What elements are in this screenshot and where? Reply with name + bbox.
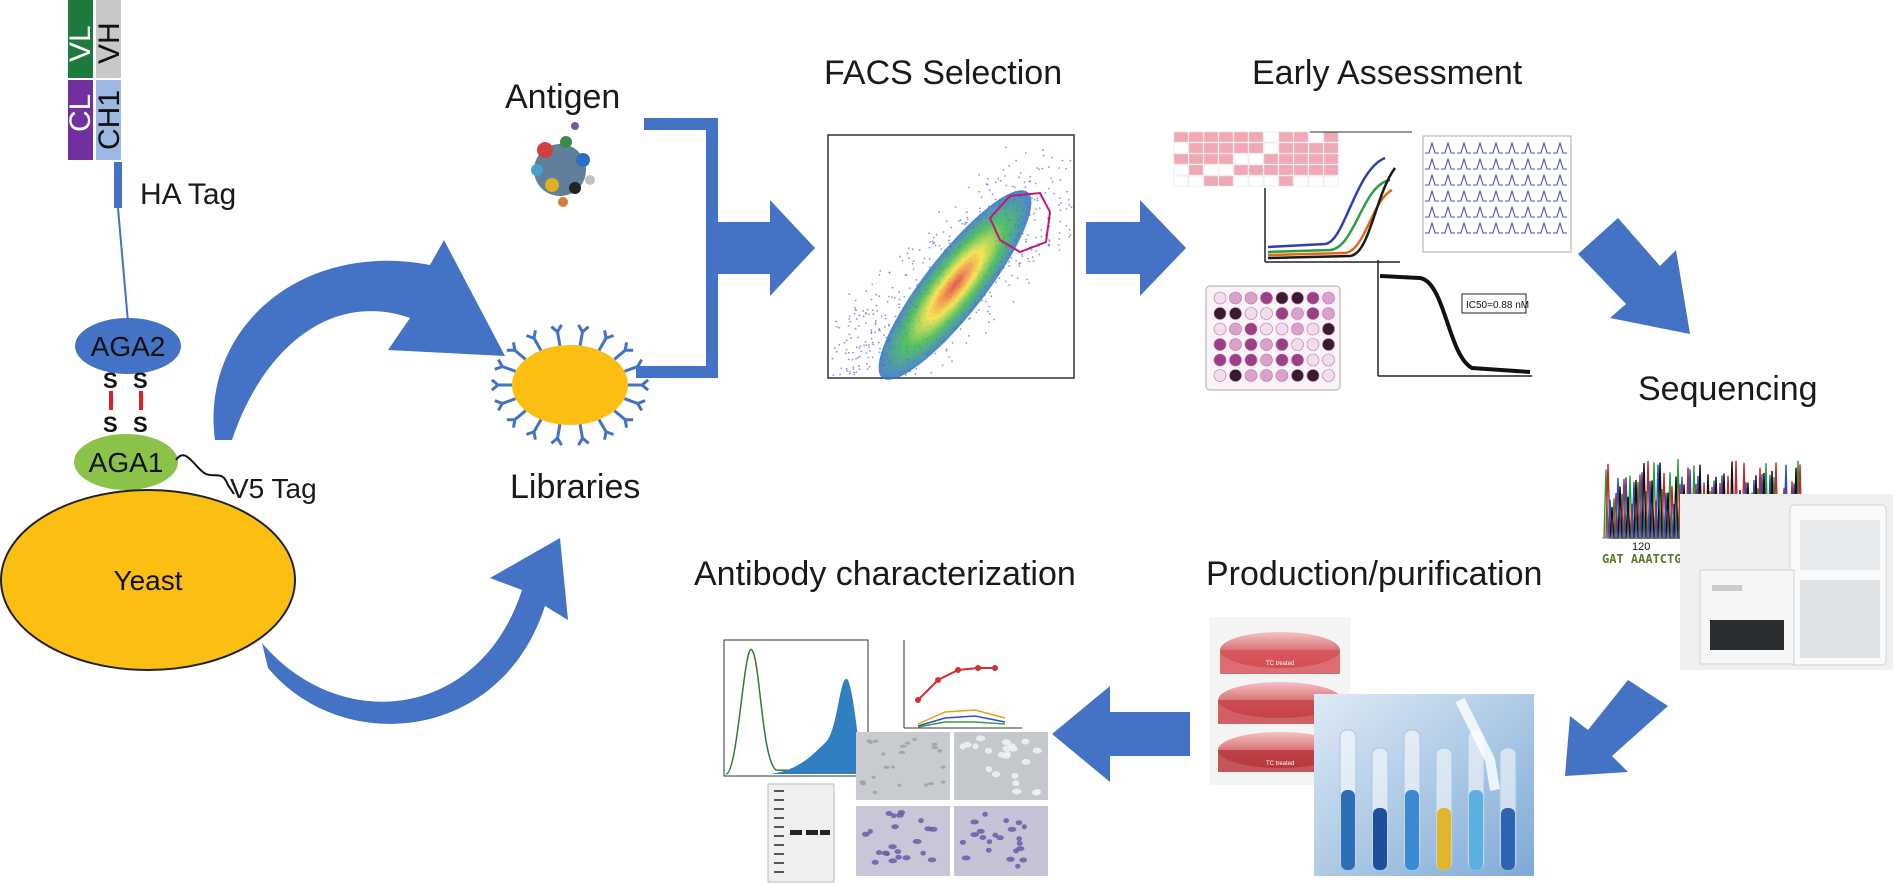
early-assessment-panels: IC50=0.88 nM [1173, 131, 1572, 391]
test-tubes-photo [1314, 694, 1534, 876]
antibody-construct: VL VH CL CH1 HA Tag AGA2 S S S S AGA1 V5… [0, 0, 317, 671]
cell-microscopy-images [856, 732, 1048, 876]
curved-arrows [213, 240, 568, 724]
sequencer-instrument [1680, 494, 1893, 670]
western-blot [767, 783, 835, 883]
ic50-box [1461, 293, 1527, 314]
s-right-bottom: S [133, 412, 148, 437]
v5-tag-label: V5 Tag [230, 473, 317, 504]
arrow-left-icon [1052, 686, 1190, 782]
facs-plot [827, 134, 1075, 380]
vh-label: VH [93, 22, 126, 64]
disulfide-bonds: S S S S [103, 368, 148, 437]
dish-label-top: TC treated [1266, 661, 1294, 667]
facs-selection-title: FACS Selection [824, 54, 1062, 92]
assessment-heat-table [1173, 131, 1339, 187]
arrow-down-left-icon [1565, 680, 1668, 776]
ic50-curve-plot: IC50=0.88 nM [1377, 260, 1532, 377]
seq-position-120: 120 [1632, 541, 1650, 553]
facs-density-cloud [878, 190, 1032, 380]
s-left-bottom: S [103, 412, 118, 437]
cl-domain [68, 80, 93, 160]
ha-tag-segment [114, 162, 122, 208]
vl-label: VL [64, 25, 97, 62]
merge-arrow-to-facs [636, 118, 815, 378]
arrow-right-icon [1086, 200, 1186, 296]
vh-domain [96, 0, 121, 78]
ha-tag-label: HA Tag [140, 178, 236, 211]
arrow-right-icon [706, 200, 815, 296]
facs-sort-gate [988, 191, 1052, 254]
antibody-characterization-title: Antibody characterization [694, 555, 1076, 593]
s-left-top: S [103, 368, 118, 393]
dish-label-bottom: TC treated [1266, 761, 1294, 767]
flow-histogram [723, 639, 869, 777]
antigen-molecule-icon [531, 122, 595, 207]
elisa-plate [1205, 285, 1341, 391]
ch1-label: CH1 [93, 90, 126, 150]
aga2-label: AGA2 [91, 331, 166, 362]
aga1-protein [74, 434, 178, 490]
displayed-antibodies [490, 324, 650, 446]
curved-arrow-upper-icon [213, 240, 506, 440]
cl-label: CL [64, 94, 97, 132]
kinetics-plot [903, 640, 1022, 729]
production-purification-title: Production/purification [1206, 555, 1542, 593]
v5-tag-linker [175, 454, 235, 495]
arrow-down-right-icon [1578, 218, 1690, 334]
yeast-label: Yeast [113, 565, 182, 596]
yeast-library-cell [490, 324, 650, 446]
aga1-label: AGA1 [89, 447, 164, 478]
ch1-domain [96, 80, 121, 160]
aga2-protein [75, 318, 181, 374]
library-yeast-body [512, 345, 628, 425]
yeast-cell [0, 489, 296, 671]
culture-dishes-photo: TC treated TC treated [1210, 617, 1350, 785]
antigen-label: Antigen [505, 78, 620, 116]
early-assessment-title: Early Assessment [1252, 54, 1523, 92]
s-right-top: S [133, 368, 148, 393]
libraries-label: Libraries [510, 468, 640, 506]
linker-line [117, 207, 129, 323]
vl-domain [68, 0, 93, 78]
sequencing-title: Sequencing [1638, 370, 1818, 408]
ic50-label: IC50=0.88 nM [1466, 300, 1529, 311]
curved-arrow-lower-icon [262, 538, 568, 724]
assessment-trace-grid [1422, 135, 1572, 253]
binding-curves-plot [1264, 156, 1400, 263]
